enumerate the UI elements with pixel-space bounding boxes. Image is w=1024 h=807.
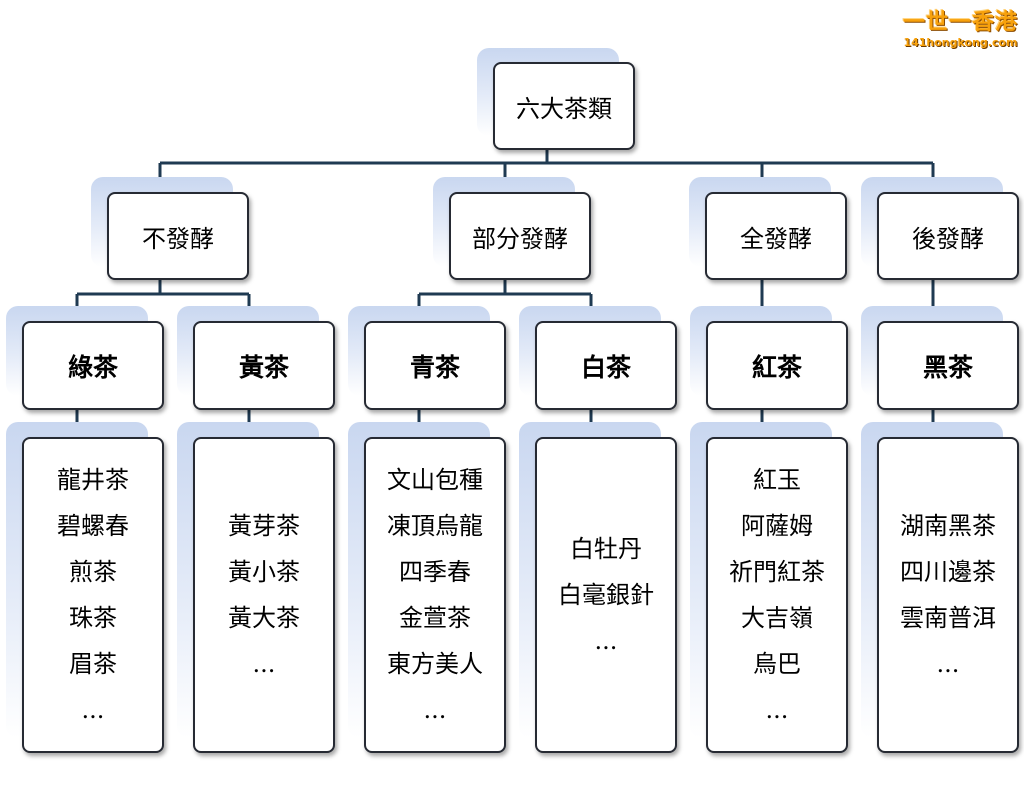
category-node-partially-fermented: 部分發酵 — [449, 192, 591, 280]
tea-label: 青茶 — [409, 352, 460, 382]
example-item: ... — [594, 627, 618, 655]
example-item: 黃小茶 — [228, 558, 300, 586]
category-label: 部分發酵 — [472, 224, 568, 253]
example-item: ... — [936, 650, 960, 678]
logo-main-text: 一世一香港 — [902, 10, 1018, 35]
tea-node-white: 白茶 — [535, 321, 677, 410]
example-item: 阿薩姆 — [741, 512, 813, 540]
tea-label: 紅茶 — [751, 352, 802, 382]
example-item: ... — [423, 696, 447, 724]
category-label: 不發酵 — [142, 224, 214, 253]
tea-node-green: 綠茶 — [22, 321, 164, 410]
example-item: 龍井茶 — [57, 466, 129, 494]
examples-list-yellow: 黃芽茶 黃小茶 黃大茶 ... — [193, 437, 335, 753]
example-item: 煎茶 — [69, 558, 117, 586]
category-label: 後發酵 — [912, 224, 984, 253]
example-item: 珠茶 — [69, 604, 117, 632]
examples-list-dark: 湖南黑茶 四川邊茶 雲南普洱 ... — [877, 437, 1019, 753]
category-node-unfermented: 不發酵 — [107, 192, 249, 280]
tea-label: 黃茶 — [238, 352, 289, 382]
tea-node-dark: 黑茶 — [877, 321, 1019, 410]
example-item: 文山包種 — [387, 466, 483, 494]
category-node-fully-fermented: 全發酵 — [705, 192, 847, 280]
example-item: 眉茶 — [69, 650, 117, 678]
example-item: 白牡丹 — [570, 535, 642, 563]
root-label: 六大茶類 — [516, 94, 612, 123]
example-item: 紅玉 — [753, 466, 801, 494]
category-label: 全發酵 — [740, 224, 812, 253]
example-item: 黃大茶 — [228, 604, 300, 632]
example-item: ... — [81, 696, 105, 724]
example-item: 白毫銀針 — [558, 581, 654, 609]
examples-list-black: 紅玉 阿薩姆 祈門紅茶 大吉嶺 烏巴 ... — [706, 437, 848, 753]
root-node: 六大茶類 — [493, 62, 635, 150]
example-item: 四季春 — [399, 558, 471, 586]
example-item: ... — [765, 696, 789, 724]
example-item: 大吉嶺 — [741, 604, 813, 632]
example-item: 東方美人 — [387, 650, 483, 678]
examples-list-green: 龍井茶 碧螺春 煎茶 珠茶 眉茶 ... — [22, 437, 164, 753]
tea-label: 黑茶 — [922, 352, 973, 382]
tea-label: 綠茶 — [67, 352, 118, 382]
example-item: 金萱茶 — [399, 604, 471, 632]
examples-list-white: 白牡丹 白毫銀針 ... — [535, 437, 677, 753]
example-item: 黃芽茶 — [228, 512, 300, 540]
tea-node-yellow: 黃茶 — [193, 321, 335, 410]
category-node-post-fermented: 後發酵 — [877, 192, 1019, 280]
logo-url-text: 141hongkong.com — [903, 36, 1018, 49]
tea-node-oolong: 青茶 — [364, 321, 506, 410]
example-item: 雲南普洱 — [900, 604, 996, 632]
example-item: ... — [252, 650, 276, 678]
tea-node-black: 紅茶 — [706, 321, 848, 410]
example-item: 湖南黑茶 — [900, 512, 996, 540]
example-item: 四川邊茶 — [900, 558, 996, 586]
tea-label: 白茶 — [580, 352, 631, 382]
example-item: 碧螺春 — [57, 512, 129, 540]
example-item: 烏巴 — [753, 650, 801, 678]
site-logo: 一世一香港 141hongkong.com — [903, 4, 1018, 49]
example-item: 凍頂烏龍 — [387, 512, 483, 540]
examples-list-oolong: 文山包種 凍頂烏龍 四季春 金萱茶 東方美人 ... — [364, 437, 506, 753]
example-item: 祈門紅茶 — [729, 558, 825, 586]
